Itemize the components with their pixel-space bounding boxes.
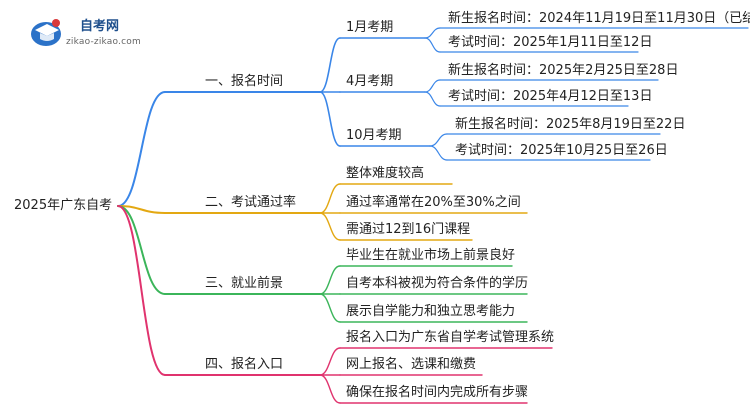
leaf-edge — [429, 133, 448, 147]
leaf-label: 新生报名时间：2024年11月19日至11月30日（已结束） — [448, 11, 750, 26]
leaf-edge — [424, 27, 441, 39]
leaf-edge — [319, 212, 341, 241]
leaf-label: 网上报名、选课和缴费 — [346, 357, 477, 372]
branch-label: 三、就业前景 — [205, 276, 284, 291]
leaf-label: 需通过12到16门课程 — [346, 222, 471, 237]
branch-edge — [117, 205, 166, 376]
subbranch-edge — [319, 91, 341, 147]
mindmap-edges — [117, 27, 749, 404]
leaf-label: 新生报名时间：2025年8月19日至22日 — [455, 117, 686, 132]
leaf-edge — [319, 374, 341, 404]
leaf-edge — [319, 293, 341, 323]
subbranch-label: 10月考期 — [346, 128, 402, 143]
leaf-edge — [319, 265, 341, 295]
logo-name: 自考网 — [80, 19, 120, 34]
graduation-cap-icon — [31, 19, 61, 46]
leaf-label: 确保在报名时间内完成所有步骤 — [346, 385, 529, 400]
leaf-label: 整体难度较高 — [346, 166, 425, 181]
leaf-label: 考试时间：2025年4月12日至13日 — [448, 89, 653, 104]
branch-label: 二、考试通过率 — [205, 195, 297, 210]
leaf-label: 自考本科被视为符合条件的学历 — [346, 276, 529, 291]
branch-edge — [117, 205, 166, 295]
leaf-edge — [424, 37, 441, 53]
branch-label: 一、报名时间 — [205, 74, 284, 89]
leaf-edge — [424, 79, 441, 93]
logo-url: zikao-zikao.com — [66, 37, 141, 47]
branch-edge — [117, 205, 166, 214]
leaf-label: 通过率通常在20%至30%之间 — [346, 195, 521, 210]
leaf-edge — [319, 347, 341, 376]
subbranch-edge — [319, 37, 341, 93]
leaf-edge — [424, 91, 441, 107]
leaf-label: 新生报名时间：2025年2月25日至28日 — [448, 63, 679, 78]
leaf-edge — [429, 145, 448, 161]
root-node: 2025年广东自考 — [14, 198, 113, 213]
leaf-edge — [319, 183, 341, 214]
leaf-label: 考试时间：2025年10月25日至26日 — [455, 143, 668, 158]
leaf-label: 毕业生在就业市场上前景良好 — [346, 248, 516, 263]
leaf-label: 报名入口为广东省自学考试管理系统 — [346, 330, 555, 345]
site-logo[interactable]: 自考网 zikao-zikao.com — [28, 14, 148, 54]
subbranch-label: 4月考期 — [346, 74, 394, 89]
subbranch-label: 1月考期 — [346, 20, 394, 35]
branch-edge — [117, 91, 166, 207]
leaf-label: 考试时间：2025年1月11日至12日 — [448, 35, 653, 50]
branch-label: 四、报名入口 — [205, 357, 284, 372]
leaf-label: 展示自学能力和独立思考能力 — [346, 304, 516, 319]
